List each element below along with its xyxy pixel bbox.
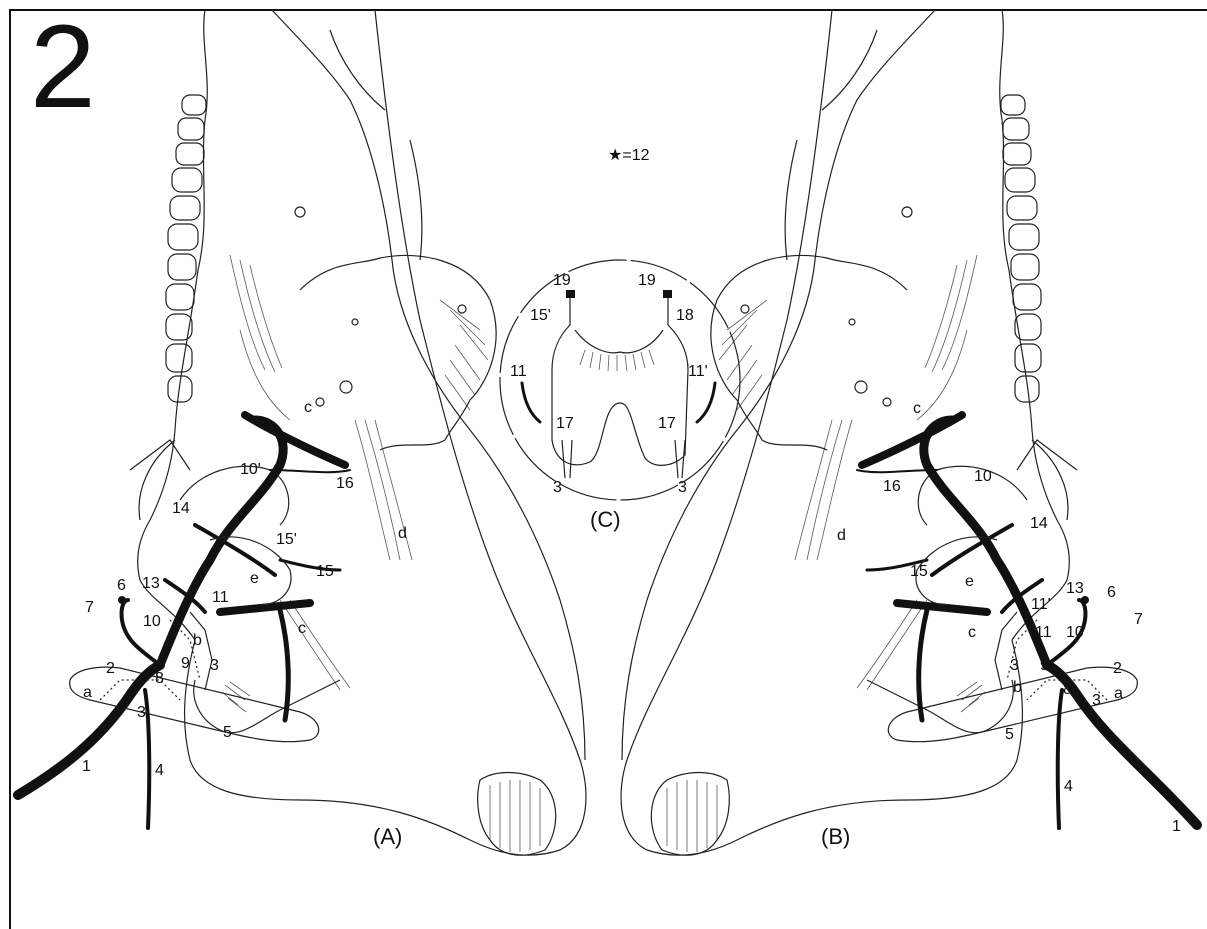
svg-text:3: 3 bbox=[210, 657, 219, 674]
svg-text:9: 9 bbox=[181, 655, 190, 672]
svg-text:1: 1 bbox=[82, 758, 91, 775]
svg-text:5: 5 bbox=[223, 724, 232, 741]
panel-a: 1 2 3 3 4 5 6 7 8 9 10 10' 11 13 14 15 1… bbox=[18, 10, 586, 855]
svg-text:11': 11' bbox=[1031, 596, 1051, 613]
svg-text:15': 15' bbox=[276, 531, 297, 548]
svg-text:c: c bbox=[913, 400, 921, 417]
svg-text:10: 10 bbox=[974, 468, 992, 485]
svg-text:4: 4 bbox=[1064, 778, 1073, 795]
svg-text:6: 6 bbox=[117, 577, 126, 594]
svg-text:b: b bbox=[193, 632, 202, 649]
svg-text:2: 2 bbox=[1113, 660, 1122, 677]
svg-text:10: 10 bbox=[143, 613, 161, 630]
panel-b bbox=[621, 10, 1197, 855]
svg-text:14: 14 bbox=[172, 500, 190, 517]
svg-text:6: 6 bbox=[1107, 584, 1116, 601]
svg-text:b: b bbox=[1013, 679, 1022, 696]
panel-c: 19 19 15' 18 11 11' 17 17 3 3 (C) bbox=[500, 260, 740, 532]
svg-text:19: 19 bbox=[553, 272, 571, 289]
svg-text:19: 19 bbox=[638, 272, 656, 289]
svg-text:5: 5 bbox=[1005, 726, 1014, 743]
svg-text:10: 10 bbox=[1066, 624, 1084, 641]
svg-text:e: e bbox=[965, 573, 974, 590]
svg-text:4: 4 bbox=[155, 762, 164, 779]
svg-text:16: 16 bbox=[883, 478, 901, 495]
svg-text:3: 3 bbox=[137, 704, 146, 721]
svg-text:c: c bbox=[968, 624, 976, 641]
svg-text:d: d bbox=[398, 525, 407, 542]
svg-text:11: 11 bbox=[1035, 624, 1052, 641]
svg-text:17: 17 bbox=[658, 415, 676, 432]
svg-text:d: d bbox=[837, 527, 846, 544]
svg-text:3: 3 bbox=[1092, 692, 1101, 709]
svg-text:11: 11 bbox=[212, 589, 229, 606]
svg-text:18: 18 bbox=[676, 307, 694, 324]
panel-b-labels: 1 2 3 3 4 5 6 7 8 9 10 10 11 11' 13 14 1… bbox=[837, 400, 1181, 835]
panel-c-caption: (C) bbox=[590, 507, 621, 532]
legend-note: ★=12 bbox=[608, 147, 650, 164]
panel-a-caption: (A) bbox=[373, 824, 402, 849]
svg-text:11: 11 bbox=[510, 363, 527, 380]
svg-text:3: 3 bbox=[1010, 657, 1019, 674]
svg-text:15: 15 bbox=[316, 563, 334, 580]
svg-text:1: 1 bbox=[1172, 818, 1181, 835]
svg-text:16: 16 bbox=[336, 475, 354, 492]
svg-text:a: a bbox=[1114, 685, 1123, 702]
svg-text:15: 15 bbox=[910, 563, 928, 580]
svg-text:14: 14 bbox=[1030, 515, 1048, 532]
svg-text:10': 10' bbox=[240, 461, 261, 478]
svg-text:e: e bbox=[250, 570, 259, 587]
svg-text:3: 3 bbox=[678, 479, 687, 496]
svg-text:13: 13 bbox=[142, 575, 160, 592]
svg-text:11': 11' bbox=[688, 363, 708, 380]
svg-text:a: a bbox=[83, 684, 92, 701]
svg-text:c: c bbox=[304, 399, 312, 416]
svg-text:13: 13 bbox=[1066, 580, 1084, 597]
svg-text:9: 9 bbox=[1040, 657, 1049, 674]
svg-text:8: 8 bbox=[1063, 681, 1072, 698]
svg-text:2: 2 bbox=[106, 660, 115, 677]
panel-b-caption: (B) bbox=[821, 824, 850, 849]
svg-text:17: 17 bbox=[556, 415, 574, 432]
svg-text:7: 7 bbox=[1134, 611, 1143, 628]
svg-text:8: 8 bbox=[155, 670, 164, 687]
svg-text:3: 3 bbox=[553, 479, 562, 496]
svg-text:7: 7 bbox=[85, 599, 94, 616]
svg-text:c: c bbox=[298, 620, 306, 637]
svg-text:15': 15' bbox=[530, 307, 551, 324]
